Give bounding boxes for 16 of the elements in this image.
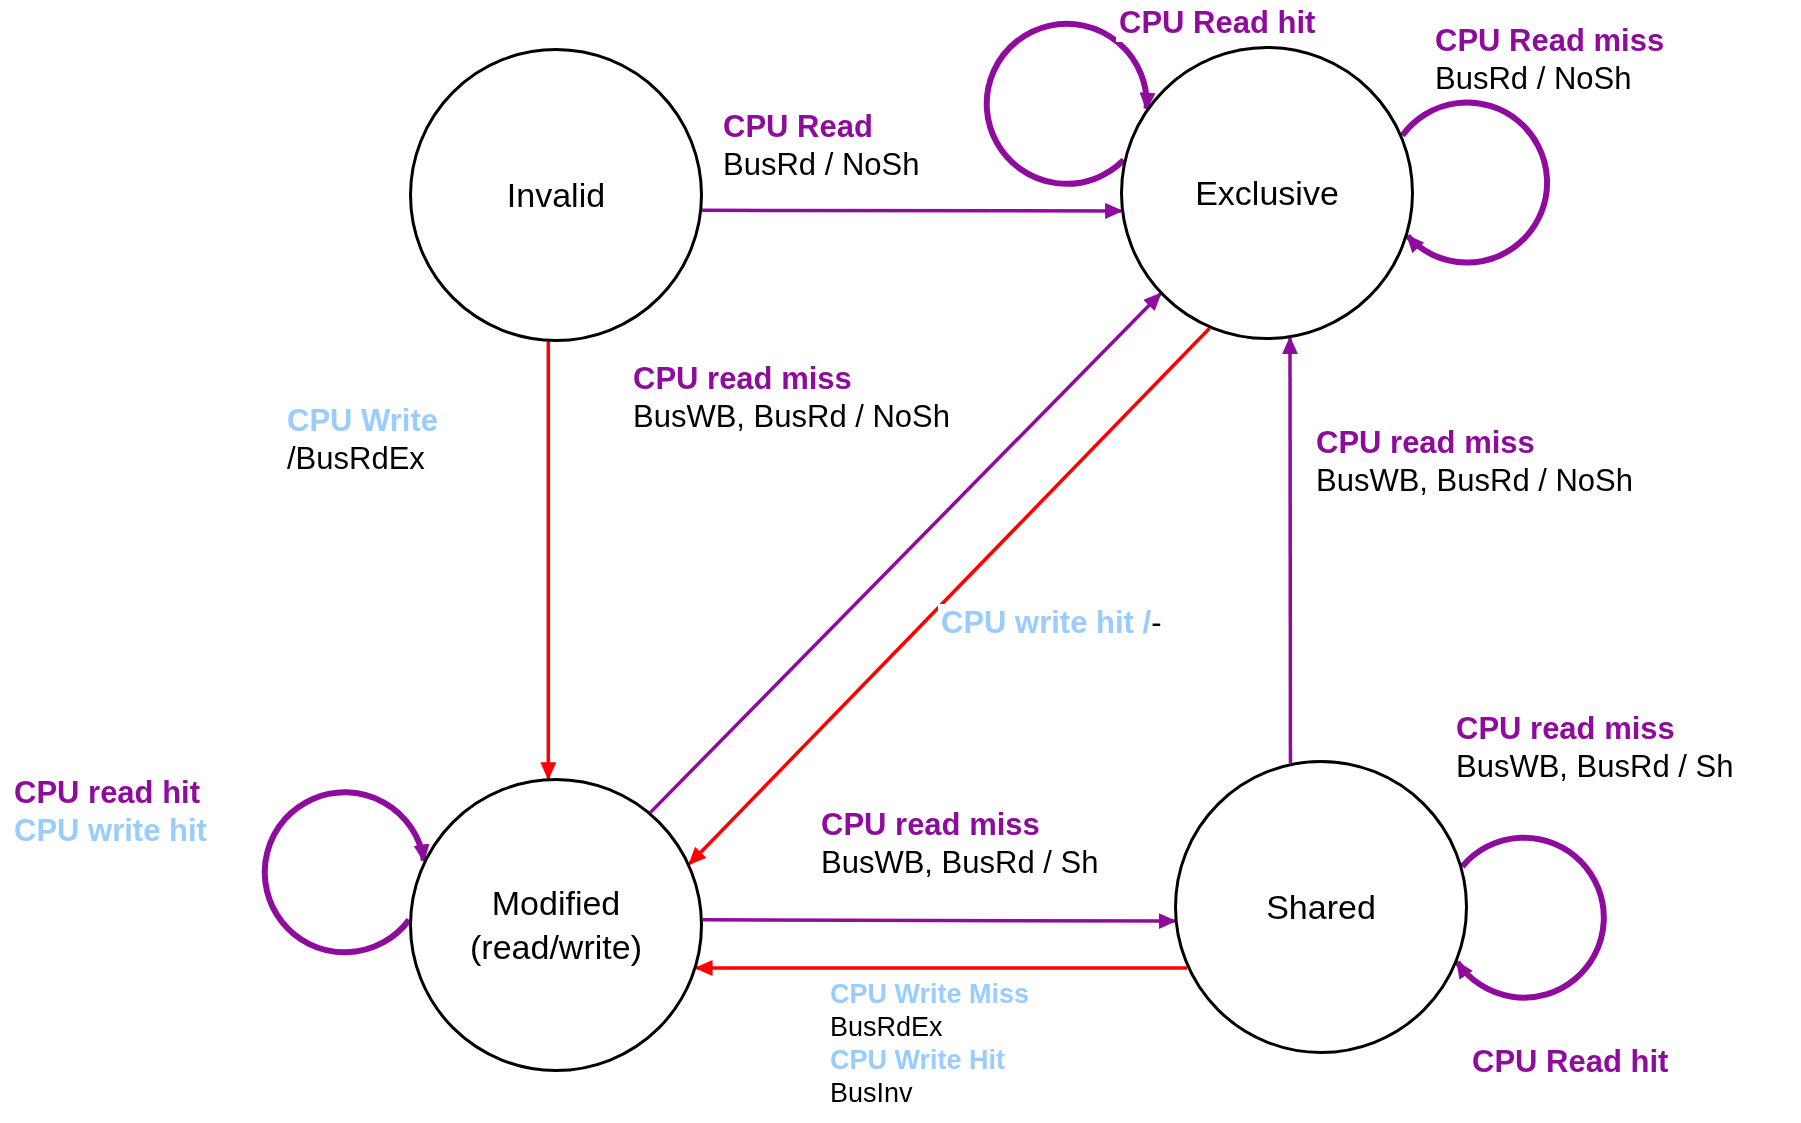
transition-arrow <box>702 913 1177 930</box>
state-name: Invalid <box>506 174 606 216</box>
transition-arrow <box>649 292 1162 814</box>
self-loop-arrow <box>261 789 429 956</box>
state-name: Shared <box>1266 886 1376 928</box>
transition-arrow <box>688 327 1211 866</box>
state-name: Exclusive <box>1195 172 1339 214</box>
self-loop-arrow <box>1454 834 1607 1001</box>
self-loop-arrow <box>1400 99 1550 266</box>
transition-arrow <box>702 202 1124 219</box>
transition-arrow <box>1282 336 1298 764</box>
transition-label: CPU Read hit <box>1472 1044 1669 1080</box>
state-name: (read/write) <box>470 927 642 968</box>
state-name: Modified <box>491 882 621 924</box>
transition-arrow <box>540 341 557 781</box>
self-loop-arrow <box>983 21 1155 187</box>
